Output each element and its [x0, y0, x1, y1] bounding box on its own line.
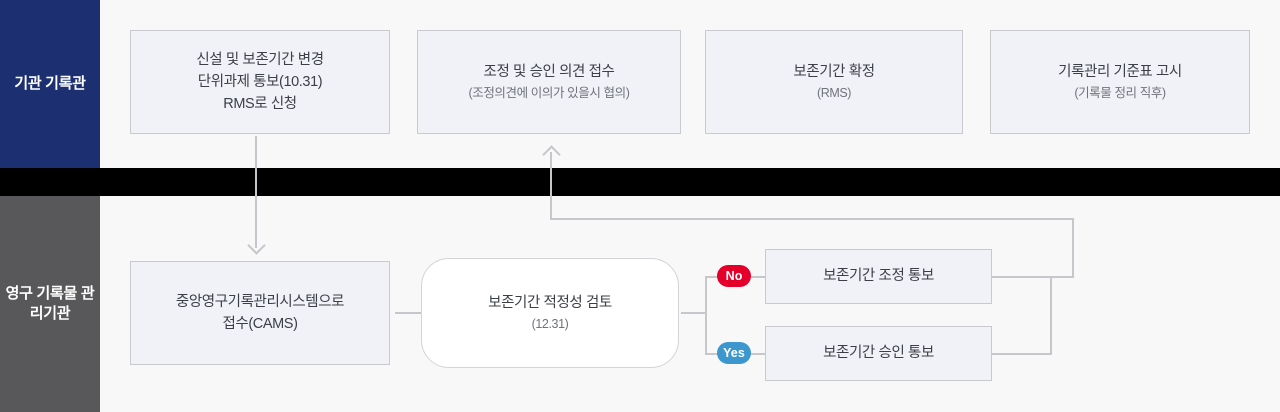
- node-receive-cams[interactable]: 중앙영구기록관리시스템으로 접수(CAMS): [130, 261, 390, 365]
- connector-adjust-return-vertical: [1072, 218, 1074, 278]
- connector-branch-to-no: [705, 276, 723, 278]
- branch-badge-yes-label: Yes: [723, 346, 745, 360]
- connector-return-vertical-upper: [550, 152, 552, 220]
- node-title: 보존기간 조정 통보: [823, 268, 934, 285]
- connector-return-horizontal: [550, 218, 1074, 220]
- lane-separator-band: [0, 168, 1280, 196]
- connector-adjust-box-right: [992, 276, 1074, 278]
- connector-branch-to-yes: [705, 353, 719, 355]
- node-confirm-retention-period[interactable]: 보존기간 확정 (RMS): [705, 30, 963, 134]
- connector-yes-to-approval-box: [750, 353, 766, 355]
- node-title: 신설 및 보존기간 변경 단위과제 통보(10.31) RMS로 신청: [196, 51, 324, 113]
- connector-decision-to-branch-stub: [681, 312, 707, 314]
- node-title: 보존기간 승인 통보: [823, 345, 934, 362]
- node-title: 보존기간 적정성 검토: [488, 295, 612, 312]
- connector-return-arrowhead: [542, 145, 561, 164]
- connector-branch-trunk: [705, 277, 707, 354]
- connector-approval-return-join: [1050, 276, 1074, 278]
- node-subtitle: (조정의견에 이의가 있을시 협의): [468, 86, 630, 101]
- connector-approval-box-right: [992, 353, 1052, 355]
- node-notify-retention-adjustment[interactable]: 보존기간 조정 통보: [765, 249, 992, 304]
- node-notify-unit-task[interactable]: 신설 및 보존기간 변경 단위과제 통보(10.31) RMS로 신청: [130, 30, 390, 134]
- node-notify-retention-approval[interactable]: 보존기간 승인 통보: [765, 326, 992, 381]
- connector-no-to-adjust-box: [748, 276, 766, 278]
- node-subtitle: (RMS): [816, 86, 852, 101]
- node-title: 중앙영구기록관리시스템으로 접수(CAMS): [175, 293, 345, 332]
- node-subtitle: (12.31): [531, 317, 569, 332]
- lane-label-text: 기관 기록관: [14, 75, 86, 93]
- branch-badge-no-label: No: [725, 269, 743, 283]
- connector-notify-to-cams-line: [255, 136, 257, 248]
- connector-notify-to-cams-arrowhead: [247, 236, 266, 255]
- node-title: 보존기간 확정: [793, 64, 875, 81]
- lane-label-permanent-archive: 영구 기록물 관리기관: [0, 196, 100, 412]
- lane-label-text: 영구 기록물 관리기관: [5, 285, 95, 322]
- node-title: 기록관리 기준표 고시: [1058, 64, 1182, 81]
- lane-label-institution-archive: 기관 기록관: [0, 0, 100, 168]
- branch-badge-yes: Yes: [717, 342, 751, 364]
- node-subtitle: (기록물 정리 직후): [1074, 86, 1166, 101]
- connector-approval-return-vertical: [1050, 276, 1052, 354]
- connector-cams-to-decision: [395, 312, 421, 314]
- node-review-retention-adequacy[interactable]: 보존기간 적정성 검토 (12.31): [421, 258, 679, 368]
- node-receive-adjust-approval-opinion[interactable]: 조정 및 승인 의견 접수 (조정의견에 이의가 있을시 협의): [417, 30, 681, 134]
- node-announce-records-standard-table[interactable]: 기록관리 기준표 고시 (기록물 정리 직후): [990, 30, 1250, 134]
- node-title: 조정 및 승인 의견 접수: [483, 64, 615, 81]
- branch-badge-no: No: [717, 265, 751, 287]
